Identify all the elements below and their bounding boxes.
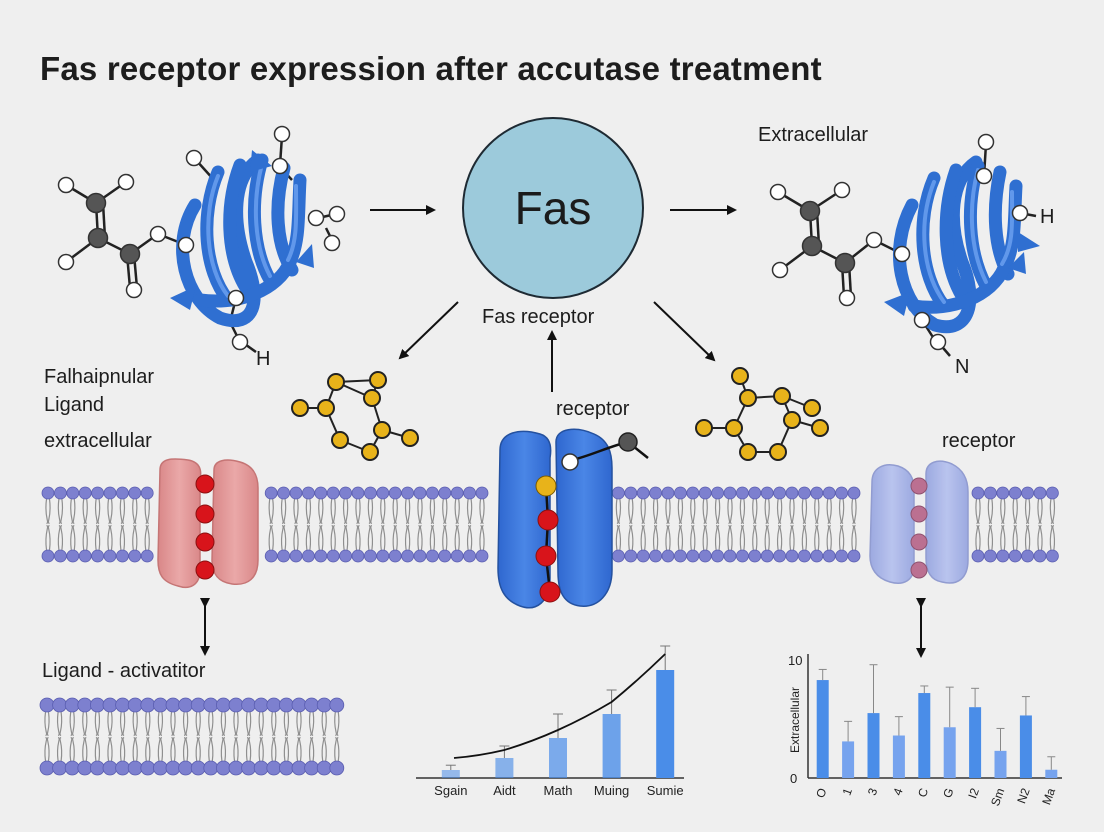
left-extracellular-label: extracellular (44, 430, 152, 452)
right-ribbon-arrowheads (884, 232, 1040, 316)
chart2-bar (816, 680, 829, 778)
chart2-bar (1019, 715, 1032, 778)
h-label-left: H (256, 348, 271, 370)
center-channel-protein (497, 428, 649, 609)
left-ribbon-arrowheads (170, 150, 314, 310)
chart2-tick-label: N2 (1014, 786, 1033, 806)
chart2-tick-label: Sm (988, 786, 1007, 808)
arrow-fas-to-right-ligand (653, 301, 716, 362)
left-protein-structure (57, 125, 346, 354)
chart2-tick-label: O (813, 786, 829, 800)
chart2-bar (969, 707, 982, 778)
chart1-tick-label: Aidt (493, 783, 516, 798)
chart2-ytick-top: 10 (788, 653, 802, 668)
chart2-bar (918, 693, 931, 778)
right-protein-structure (769, 133, 1040, 357)
chart1-tick-label: Muing (594, 783, 629, 798)
chart-1-bar-trend: Sgain Aidt Math Muing Sumie (416, 645, 684, 798)
chart1-bar (441, 770, 460, 778)
chart1-bar (602, 714, 621, 778)
chart2-ylabel: Extracellular (788, 687, 802, 753)
extracellular-top-label: Extracellular (758, 124, 869, 146)
chart2-bar (1045, 769, 1058, 778)
right-atoms (769, 133, 1029, 351)
left-ligand-label-line2: Ligand (44, 394, 105, 416)
chart2-ytick-bottom: 0 (790, 771, 797, 786)
page-title: Fas receptor expression after accutase t… (40, 50, 822, 87)
chart1-bar (495, 758, 514, 778)
left-ring-ligand (291, 371, 419, 461)
chart2-tick-label: C (915, 786, 931, 799)
chart2-tick-label: I2 (965, 786, 982, 800)
cell-membrane-bilayer (41, 486, 1059, 563)
chart1-bar (549, 738, 567, 778)
chart2-bar (867, 713, 880, 778)
chart2-tick-label: 4 (890, 786, 906, 797)
chart2-tick-label: G (940, 786, 956, 800)
lower-membrane-bilayer (39, 697, 345, 776)
right-ribbon-strands (893, 155, 1023, 334)
chart2-bar (994, 750, 1007, 778)
right-ribbon-highlight (922, 168, 1015, 304)
chart2-tick-label: Ma (1039, 786, 1058, 807)
arrow-fas-to-left-ligand (398, 301, 459, 360)
chart2-bar (892, 735, 905, 778)
ligand-activator-label: Ligand - activatitor (42, 660, 206, 682)
chart1-trend-line (453, 653, 666, 759)
right-channel-protein (869, 460, 969, 584)
chart1-bar (656, 670, 675, 778)
left-ligand-label-line1: Falhaipnular (44, 366, 155, 388)
right-ring-ligand (695, 367, 829, 461)
h-label-right: H (1040, 206, 1055, 228)
left-channel-protein (157, 458, 259, 589)
chart2-tick-label: 3 (865, 786, 881, 797)
fas-receptor-label: Fas receptor (482, 306, 595, 328)
chart2-tick-label: 1 (839, 786, 855, 797)
fas-node: Fas (462, 117, 644, 299)
chart1-tick-label: Sumie (647, 783, 684, 798)
center-receptor-label: receptor (556, 398, 630, 420)
chart2-bar (943, 727, 956, 778)
right-receptor-label: receptor (942, 430, 1016, 452)
chart1-tick-label: Math (544, 783, 573, 798)
chart2-bar (842, 741, 855, 778)
chart1-tick-label: Sgain (434, 783, 467, 798)
pathway-arrows (200, 205, 926, 658)
left-ribbon-highlight (206, 162, 299, 298)
left-atoms (57, 125, 346, 351)
n-label-right: N (955, 356, 970, 378)
